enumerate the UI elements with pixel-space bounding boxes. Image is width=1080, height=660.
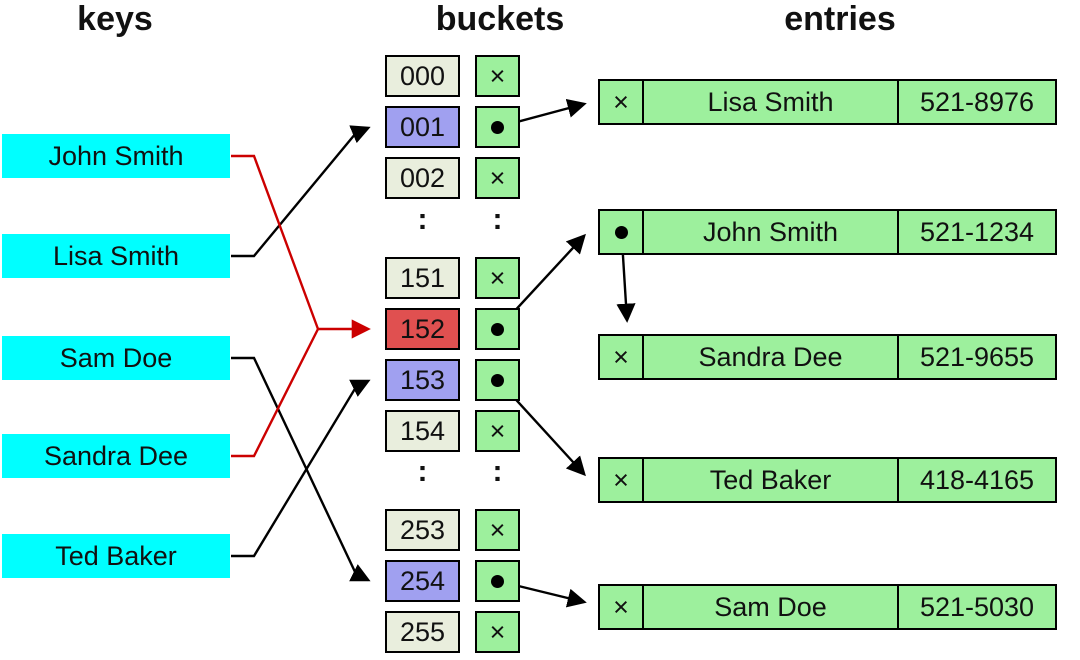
entry-john-smith: John Smith 521-1234	[598, 209, 1057, 255]
keys-header: keys	[77, 0, 153, 38]
entry-next-pointer: ×	[600, 336, 644, 378]
bucket-pointer-253: ×	[475, 509, 520, 551]
arrow-ted-to-153	[231, 379, 371, 558]
bucket-index-152: 152	[385, 308, 460, 350]
arrow-lisa-to-001	[231, 125, 371, 258]
entry-phone: 521-1234	[919, 216, 1035, 247]
arrow-sandra-collision	[231, 328, 320, 458]
bucket-pointer-001	[475, 106, 520, 148]
bucket-index-000: 000	[385, 55, 460, 97]
key-sam-doe: Sam Doe	[2, 336, 230, 380]
null-marker: ×	[613, 86, 629, 117]
bucket-ellipsis: :	[417, 203, 428, 236]
pointer-dot	[491, 574, 504, 588]
bucket-index-001: 001	[385, 106, 460, 148]
bucket-index-253: 253	[385, 509, 460, 551]
arrow-john-collision	[231, 154, 320, 330]
entries-header: entries	[784, 0, 896, 38]
key-ted-baker: Ted Baker	[2, 534, 230, 578]
bucket-index-154: 154	[385, 410, 460, 452]
bucket-index-254: 254	[385, 560, 460, 602]
null-marker: ×	[489, 616, 506, 647]
null-marker: ×	[489, 262, 506, 293]
pointer-dot	[491, 120, 504, 134]
entry-next-pointer: ×	[600, 586, 644, 628]
entry-name: Ted Baker	[644, 459, 899, 501]
entry-next-pointer: ×	[600, 459, 644, 501]
key-lisa-smith: Lisa Smith	[2, 234, 230, 278]
bucket-index-151: 151	[385, 257, 460, 299]
bucket-ellipsis: :	[492, 455, 503, 488]
pointer-dot	[491, 373, 504, 387]
bucket-pointer-152	[475, 308, 520, 350]
bucket-pointer-002: ×	[475, 157, 520, 199]
pointer-dot	[491, 322, 504, 336]
entry-name: John Smith	[644, 211, 899, 253]
buckets-header: buckets	[435, 0, 565, 38]
null-marker: ×	[489, 162, 506, 193]
entry-phone: 521-9655	[919, 341, 1035, 372]
entry-next-pointer: ×	[600, 81, 644, 123]
entry-sandra-dee: × Sandra Dee 521-9655	[598, 334, 1057, 380]
bucket-pointer-000: ×	[475, 55, 520, 97]
entry-name: Lisa Smith	[644, 81, 899, 123]
bucket-pointer-153	[475, 359, 520, 401]
entry-phone: 418-4165	[919, 464, 1035, 495]
pointer-dot	[614, 225, 628, 239]
entry-phone: 521-5030	[919, 591, 1035, 622]
bucket-ellipsis: :	[417, 455, 428, 488]
entry-name: Sam Doe	[644, 586, 899, 628]
bucket-pointer-151: ×	[475, 257, 520, 299]
null-marker: ×	[613, 591, 629, 622]
bucket-index-153: 153	[385, 359, 460, 401]
bucket-pointer-254	[475, 560, 520, 602]
bucket-ellipsis: :	[492, 203, 503, 236]
bucket-pointer-255: ×	[475, 611, 520, 653]
entry-lisa-smith: × Lisa Smith 521-8976	[598, 79, 1057, 125]
bucket-pointer-154: ×	[475, 410, 520, 452]
entry-ted-baker: × Ted Baker 418-4165	[598, 457, 1057, 503]
arrow-sam-to-254	[231, 356, 371, 582]
entry-phone: 521-8976	[919, 86, 1035, 117]
entry-next-pointer	[600, 211, 644, 253]
null-marker: ×	[613, 464, 629, 495]
null-marker: ×	[489, 514, 506, 545]
null-marker: ×	[489, 60, 506, 91]
key-john-smith: John Smith	[2, 134, 230, 178]
bucket-index-002: 002	[385, 157, 460, 199]
key-sandra-dee: Sandra Dee	[2, 434, 230, 478]
bucket-index-255: 255	[385, 611, 460, 653]
null-marker: ×	[489, 415, 506, 446]
null-marker: ×	[613, 341, 629, 372]
entry-name: Sandra Dee	[644, 336, 899, 378]
entry-sam-doe: × Sam Doe 521-5030	[598, 584, 1057, 630]
